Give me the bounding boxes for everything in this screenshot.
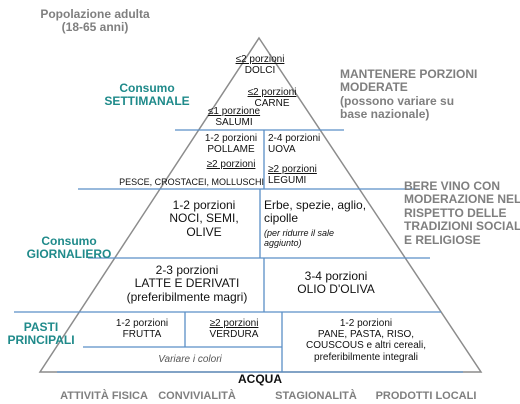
dolci-name: DOLCI <box>244 65 276 77</box>
noci-block: 1-2 porzioni NOCI, SEMI, OLIVE <box>150 198 258 239</box>
weekly-label-line2: SETTIMANALE <box>104 94 190 109</box>
dolci-qty: ≤2 porzioni <box>235 54 285 65</box>
footer-prodotti-locali: PRODOTTI LOCALI <box>366 390 486 402</box>
carne-qty: ≤2 porzioni <box>247 87 297 98</box>
pesce-name-block: PESCE, CROSTACEI, MOLLUSCHI <box>86 177 264 187</box>
noci-qty: 1-2 porzioni <box>172 198 236 212</box>
noci-name2: OLIVE <box>186 224 222 239</box>
pollame-name: POLLAME <box>207 144 255 156</box>
erbe-block: Erbe, spezie, aglio, cipolle (per ridurr… <box>264 198 384 248</box>
wine-note-line3: RISPETTO DELLE <box>404 205 507 220</box>
cereali-line1: PANE, PASTA, RISO, <box>317 329 415 341</box>
wine-note-line2: MODERAZIONE NEL <box>404 192 520 207</box>
footer-item3: STAGIONALITÀ <box>275 390 357 402</box>
daily-label-line1: Consumo <box>41 234 97 248</box>
latte-name: LATTE E DERIVATI <box>134 276 240 291</box>
footer-item4: PRODOTTI LOCALI <box>375 390 477 402</box>
footer-item1: ATTIVITÀ FISICA <box>60 390 148 402</box>
latte-block: 2-3 porzioni LATTE E DERIVATI (preferibi… <box>112 263 262 304</box>
erbe-note1: (per ridurre il sale <box>264 227 335 238</box>
weekly-label: Consumo SETTIMANALE <box>92 81 202 109</box>
cereali-block: 1-2 porzioni PANE, PASTA, RISO, COUSCOUS… <box>286 318 446 363</box>
verdura-qty: ≥2 porzioni <box>209 318 259 329</box>
salumi-block: ≤1 porzione SALUMI <box>196 106 272 128</box>
pesce-name: PESCE, CROSTACEI, MOLLUSCHI <box>119 177 264 187</box>
pollame-block: 1-2 porzioni POLLAME <box>196 133 266 155</box>
uova-block: 2-4 porzioni UOVA <box>268 133 338 155</box>
frutta-block: 1-2 porzioni FRUTTA <box>102 318 182 340</box>
meals-label-line2: PRINCIPALI <box>7 333 75 348</box>
carne-name: CARNE <box>254 98 290 110</box>
verdura-block: ≥2 porzioni VERDURA <box>190 318 278 340</box>
daily-label: Consumo GIORNALIERO <box>14 234 124 262</box>
frutta-name: FRUTTA <box>122 329 162 341</box>
salumi-qty: ≤1 porzione <box>207 106 261 117</box>
pesce-qty-block: ≥2 porzioni <box>196 159 266 170</box>
latte-note: (preferibilmente magri) <box>126 289 248 304</box>
portions-note: MANTENERE PORZIONI MODERATE (possono var… <box>340 67 490 122</box>
legumi-name: LEGUMI <box>268 175 307 187</box>
noci-name1: NOCI, SEMI, <box>169 211 239 226</box>
acqua-text: ACQUA <box>238 372 282 386</box>
wine-note-line5: E RELIGIOSE <box>404 232 481 247</box>
weekly-label-line1: Consumo <box>119 81 175 95</box>
population-line2: (18-65 anni) <box>61 20 129 35</box>
footer-attivita: ATTIVITÀ FISICA <box>54 390 154 402</box>
uova-qty: 2-4 porzioni <box>268 133 321 144</box>
erbe-note2: aggiunto) <box>264 237 302 248</box>
population-line1: Popolazione adulta <box>40 7 150 21</box>
erbe-line1: Erbe, spezie, aglio, <box>264 198 367 212</box>
wine-note-line4: TRADIZIONI SOCIALI <box>404 219 520 234</box>
footer-item2: CONVIVIALITÀ <box>158 390 236 402</box>
latte-qty: 2-3 porzioni <box>155 263 219 277</box>
acqua-label: ACQUA <box>210 372 310 386</box>
footer-convivialita: CONVIVIALITÀ <box>148 390 246 402</box>
meals-label-line1: PASTI <box>23 320 59 334</box>
verdura-name: VERDURA <box>209 329 259 341</box>
portions-note-line1: MANTENERE PORZIONI <box>340 67 478 81</box>
frutta-qty: 1-2 porzioni <box>115 318 169 329</box>
population-title: Popolazione adulta (18-65 anni) <box>20 7 170 35</box>
salumi-name: SALUMI <box>215 117 253 129</box>
pesce-qty: ≥2 porzioni <box>206 159 256 170</box>
portions-note-line2: MODERATE <box>340 80 408 95</box>
wine-note-line1: BERE VINO CON <box>404 179 501 193</box>
footer-stagionalita: STAGIONALITÀ <box>266 390 366 402</box>
cereali-qty: 1-2 porzioni <box>339 318 393 329</box>
olio-block: 3-4 porzioni OLIO D'OLIVA <box>276 269 396 297</box>
pollame-qty: 1-2 porzioni <box>204 133 258 144</box>
wine-note: BERE VINO CON MODERAZIONE NEL RISPETTO D… <box>404 179 520 247</box>
legumi-block: ≥2 porzioni LEGUMI <box>268 164 338 186</box>
legumi-qty: ≥2 porzioni <box>268 164 317 175</box>
portions-note-line3: (possono variare su <box>340 93 455 108</box>
variare-text: Variare i colori <box>158 354 222 365</box>
dolci-block: ≤2 porzioni DOLCI <box>222 54 298 76</box>
cereali-line2: COUSCOUS e altri cereali, <box>305 340 427 352</box>
uova-name: UOVA <box>268 144 296 156</box>
cereali-line3: preferibilmente integrali <box>314 351 418 363</box>
erbe-line2: cipolle <box>264 211 299 226</box>
olio-qty: 3-4 porzioni <box>304 269 368 283</box>
daily-label-line2: GIORNALIERO <box>26 247 112 262</box>
portions-note-line4: base nazionale) <box>340 107 430 122</box>
meals-label: PASTI PRINCIPALI <box>0 320 82 348</box>
variare-colori: Variare i colori <box>110 354 270 365</box>
olio-name: OLIO D'OLIVA <box>297 282 375 297</box>
carne-block: ≤2 porzioni CARNE <box>234 87 310 109</box>
